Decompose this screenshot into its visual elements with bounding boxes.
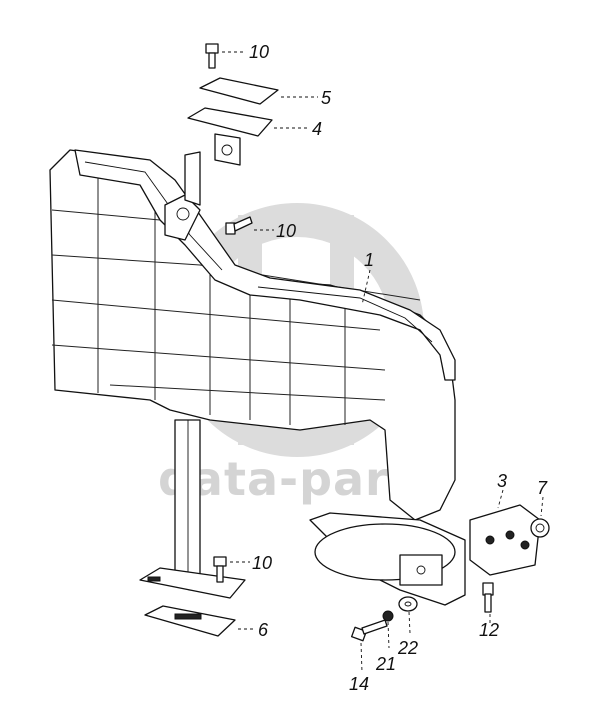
callout-5: 5 bbox=[321, 88, 332, 108]
callout-7: 7 bbox=[537, 478, 548, 498]
callout-10-mid: 10 bbox=[276, 221, 296, 241]
part-1-bracket bbox=[49, 149, 466, 606]
callout-12: 12 bbox=[479, 620, 499, 640]
part-22-washer bbox=[398, 596, 418, 612]
callout-21: 21 bbox=[375, 654, 396, 674]
callout-4: 4 bbox=[312, 119, 322, 139]
callout-10-top: 10 bbox=[249, 42, 269, 62]
part-3-plate bbox=[469, 504, 541, 576]
part-10-bolt-mid bbox=[225, 216, 253, 235]
leader-lines bbox=[222, 51, 544, 673]
callout-22: 22 bbox=[397, 638, 418, 658]
callout-3: 3 bbox=[497, 471, 507, 491]
callout-10-low: 10 bbox=[252, 553, 272, 573]
part-10-bolt-top bbox=[205, 43, 219, 69]
callout-6: 6 bbox=[258, 620, 269, 640]
part-7-nut bbox=[530, 518, 550, 538]
part-14-bolt bbox=[351, 619, 388, 642]
callout-1: 1 bbox=[364, 250, 374, 270]
part-12-bolt bbox=[482, 582, 494, 613]
part-6-plate bbox=[144, 605, 236, 637]
callout-14: 14 bbox=[349, 674, 369, 694]
part-4-bracket bbox=[184, 107, 273, 206]
part-10-bolt-low bbox=[213, 556, 227, 583]
part-5-plate bbox=[199, 77, 279, 105]
part-21-spring-washer bbox=[382, 610, 394, 622]
